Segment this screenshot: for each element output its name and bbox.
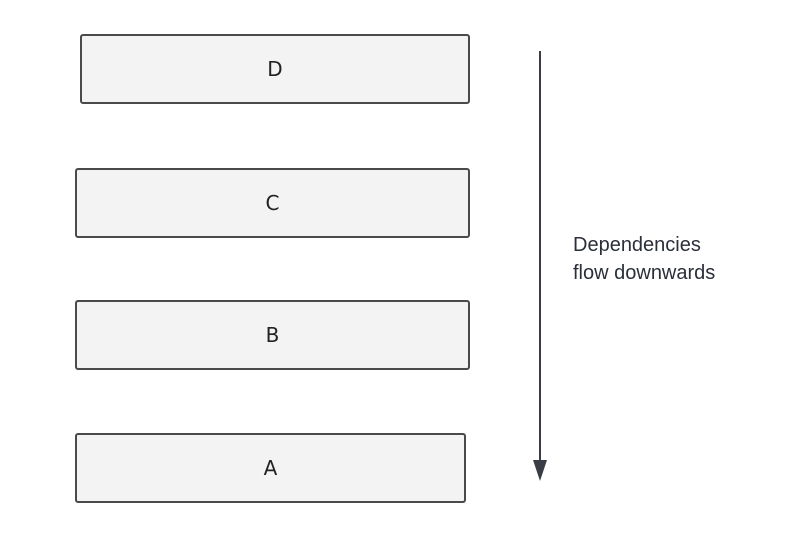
flow-caption-line-2: flow downwards [573,262,716,284]
layer-box-b: B [75,300,470,370]
layer-box-a: A [75,433,466,503]
layer-label-b: B [265,323,280,347]
layer-label-a: A [263,456,278,480]
layer-label-c: C [265,191,280,215]
flow-arrow-head [533,460,547,481]
downward-flow-arrow [533,51,547,481]
layer-box-d: D [80,34,470,104]
flow-caption: Dependencies flow downwards [573,231,793,287]
layer-label-d: D [267,57,283,81]
layer-box-c: C [75,168,470,238]
flow-caption-line-1: Dependencies [573,234,701,256]
